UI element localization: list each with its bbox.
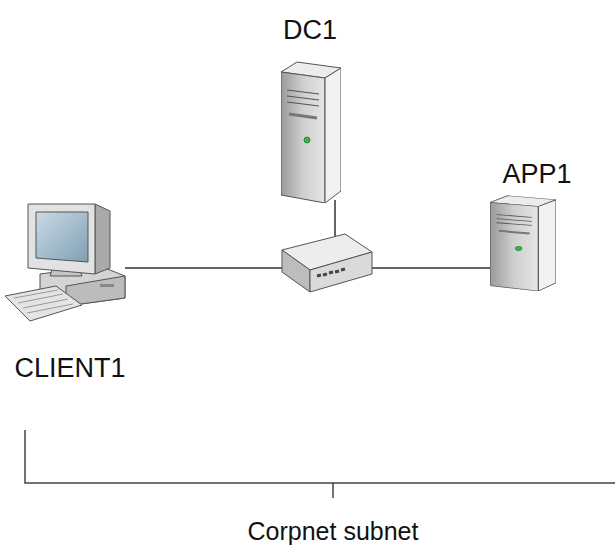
subnet-bracket <box>25 430 615 498</box>
device-label: APP1 <box>480 158 594 190</box>
device-node: CLIENT1 <box>0 196 140 388</box>
computer-icon <box>5 204 125 321</box>
device-label: DC1 <box>265 14 355 46</box>
switch-icon <box>282 234 372 292</box>
server-icon <box>281 62 341 203</box>
subnet-label: Corpnet subnet <box>248 516 419 546</box>
device-node: DC1 <box>265 12 355 207</box>
server-icon <box>490 196 556 291</box>
device-node: APP1 <box>480 156 594 294</box>
device-label: CLIENT1 <box>0 352 140 384</box>
